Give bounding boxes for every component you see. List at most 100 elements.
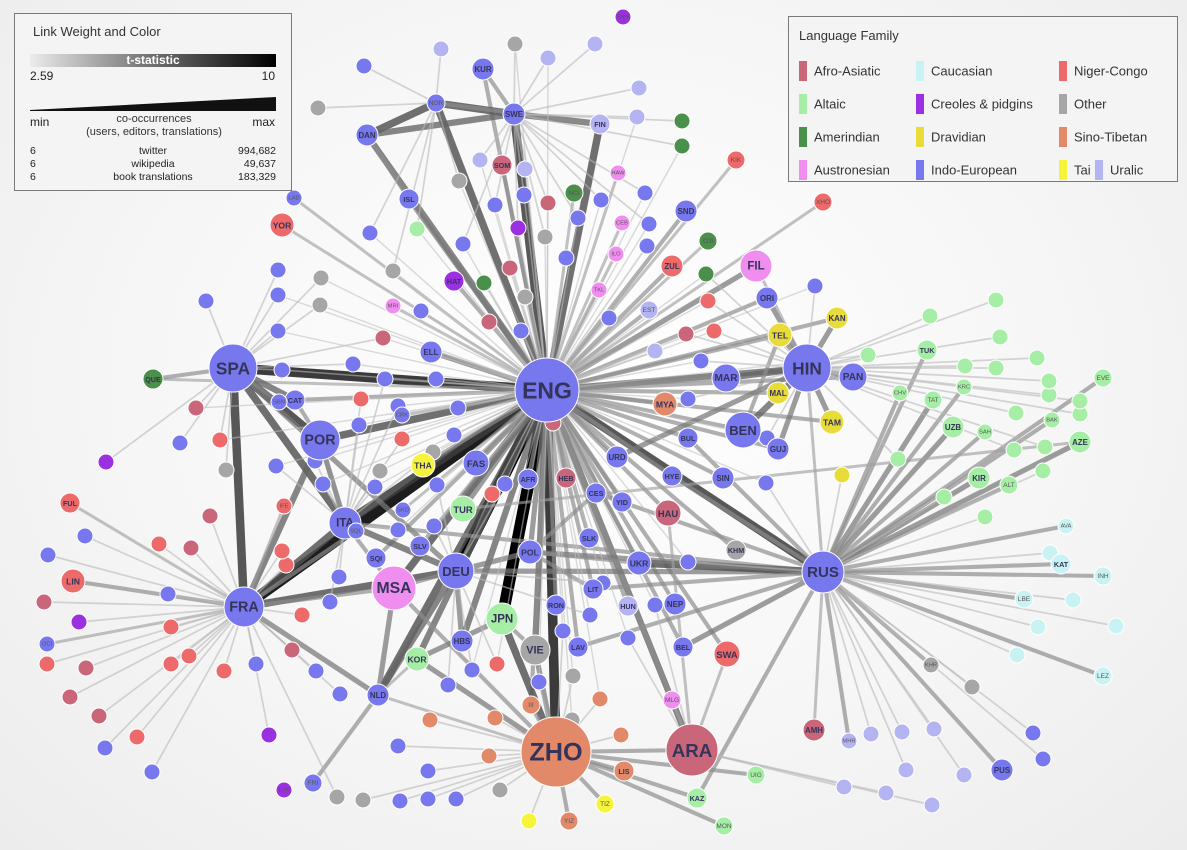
graph-node-minor[interactable] [217, 461, 235, 479]
graph-node-minor[interactable] [638, 237, 656, 255]
graph-node-minor[interactable] [564, 667, 582, 685]
graph-node-minor[interactable] [475, 274, 493, 292]
graph-node-tel[interactable]: TEL [767, 322, 793, 348]
graph-node-minor[interactable] [877, 784, 895, 802]
graph-node-pan[interactable]: PAN [838, 362, 868, 392]
graph-node-ilo[interactable]: ILO [607, 245, 625, 263]
graph-node-minor[interactable] [201, 507, 219, 525]
graph-node-minor[interactable] [330, 568, 348, 586]
graph-node-minor[interactable] [501, 259, 519, 277]
graph-node-crk[interactable]: CRK [393, 406, 411, 424]
graph-node-fri[interactable]: FRI [303, 773, 323, 793]
graph-node-minor[interactable] [389, 521, 407, 539]
graph-node-minor[interactable] [496, 475, 514, 493]
graph-node-minor[interactable] [143, 763, 161, 781]
graph-node-kor[interactable]: KOR [404, 646, 430, 672]
graph-node-minor[interactable] [445, 426, 463, 444]
graph-node-inh[interactable]: INH [1093, 566, 1113, 586]
graph-node-minor[interactable] [76, 527, 94, 545]
graph-node-bak[interactable]: BAK [1043, 411, 1061, 429]
graph-node-minor[interactable] [391, 792, 409, 810]
graph-node-minor[interactable] [376, 370, 394, 388]
graph-node-minor[interactable] [293, 606, 311, 624]
graph-node-vie[interactable]: VIE [519, 634, 551, 666]
graph-node-hbs[interactable]: HBS [450, 629, 474, 653]
graph-node-zul[interactable]: ZUL [660, 254, 684, 278]
graph-node-minor[interactable] [673, 137, 691, 155]
graph-node-minor[interactable] [1040, 372, 1058, 390]
graph-node-deu[interactable]: DEU [437, 552, 475, 590]
graph-node-minor[interactable] [389, 737, 407, 755]
graph-node-minor[interactable] [331, 685, 349, 703]
graph-node-minor[interactable] [893, 723, 911, 741]
graph-node-minor[interactable] [171, 434, 189, 452]
graph-node-mri[interactable]: MRI [384, 297, 402, 315]
graph-node-minor[interactable] [539, 49, 557, 67]
graph-node-minor[interactable] [699, 292, 717, 310]
graph-node-minor[interactable] [35, 593, 53, 611]
graph-node-ife[interactable]: IFE [275, 497, 293, 515]
graph-node-dan[interactable]: DAN [355, 123, 379, 147]
graph-node-minor[interactable] [211, 431, 229, 449]
graph-node-minor[interactable] [554, 622, 572, 640]
graph-node-ces[interactable]: CES [585, 482, 607, 504]
graph-node-minor[interactable] [150, 535, 168, 553]
graph-node-minor[interactable] [352, 390, 370, 408]
graph-node-minor[interactable] [450, 172, 468, 190]
graph-node-lav[interactable]: LAV [567, 636, 589, 658]
graph-node-minor[interactable] [506, 35, 524, 53]
graph-node-sqi[interactable]: SQI [365, 547, 387, 569]
graph-node-minor[interactable] [128, 728, 146, 746]
graph-node-minor[interactable] [312, 269, 330, 287]
graph-node-pol[interactable]: POL [517, 539, 543, 565]
graph-node-minor[interactable] [187, 399, 205, 417]
graph-node-ukr[interactable]: UKR [626, 550, 652, 576]
graph-node-afr[interactable]: AFR [517, 468, 539, 490]
graph-node-minor[interactable] [628, 108, 646, 126]
graph-node-minor[interactable] [96, 739, 114, 757]
graph-node-minor[interactable] [328, 788, 346, 806]
graph-node-skd[interactable]: SKD [394, 501, 412, 519]
graph-node-minor[interactable] [646, 342, 664, 360]
graph-node-minor[interactable] [454, 235, 472, 253]
graph-node-minor[interactable] [705, 322, 723, 340]
graph-node-minor[interactable] [215, 662, 233, 680]
graph-node-djk[interactable]: DJK [275, 781, 293, 799]
graph-node-ceb[interactable]: CEB [613, 214, 631, 232]
graph-node-minor[interactable] [471, 151, 489, 169]
graph-node-minor[interactable] [393, 430, 411, 448]
graph-node-minor[interactable] [267, 457, 285, 475]
graph-node-minor[interactable] [640, 215, 658, 233]
graph-node-zho[interactable]: ZHO [520, 716, 592, 788]
graph-node-minor[interactable] [1034, 462, 1052, 480]
graph-node-minor[interactable] [516, 288, 534, 306]
graph-node-msa[interactable]: MSA [371, 565, 417, 611]
graph-node-minor[interactable] [486, 709, 504, 727]
graph-node-hun[interactable]: HUN [617, 595, 639, 617]
graph-node-minor[interactable] [1008, 646, 1026, 664]
graph-node-mal[interactable]: MAL [766, 381, 790, 405]
graph-node-sbn[interactable]: SBN [270, 393, 288, 411]
graph-node-minor[interactable] [311, 296, 329, 314]
graph-node-nor[interactable]: NOR [426, 93, 446, 113]
graph-node-minor[interactable] [361, 224, 379, 242]
graph-node-minor[interactable] [586, 35, 604, 53]
graph-node-minor[interactable] [162, 618, 180, 636]
graph-node-mhr[interactable]: MHR [840, 732, 858, 750]
graph-node-ful[interactable]: FUL [59, 492, 81, 514]
graph-node-minor[interactable] [371, 462, 389, 480]
graph-node-minor[interactable] [1005, 441, 1023, 459]
graph-node-minor[interactable] [432, 40, 450, 58]
graph-node-kaz[interactable]: KAZ [686, 787, 708, 809]
graph-node-minor[interactable] [182, 539, 200, 557]
graph-node-minor[interactable] [70, 613, 88, 631]
graph-node-spa[interactable]: SPA [208, 343, 258, 393]
graph-node-minor[interactable] [619, 629, 637, 647]
graph-node-minor[interactable] [269, 261, 287, 279]
graph-node-lad[interactable]: LAD [285, 189, 303, 207]
graph-node-minor[interactable] [520, 812, 538, 830]
graph-node-minor[interactable] [273, 542, 291, 560]
graph-node-lis[interactable]: LIS [613, 760, 635, 782]
graph-node-minor[interactable] [408, 220, 426, 238]
graph-node-minor[interactable] [350, 416, 368, 434]
